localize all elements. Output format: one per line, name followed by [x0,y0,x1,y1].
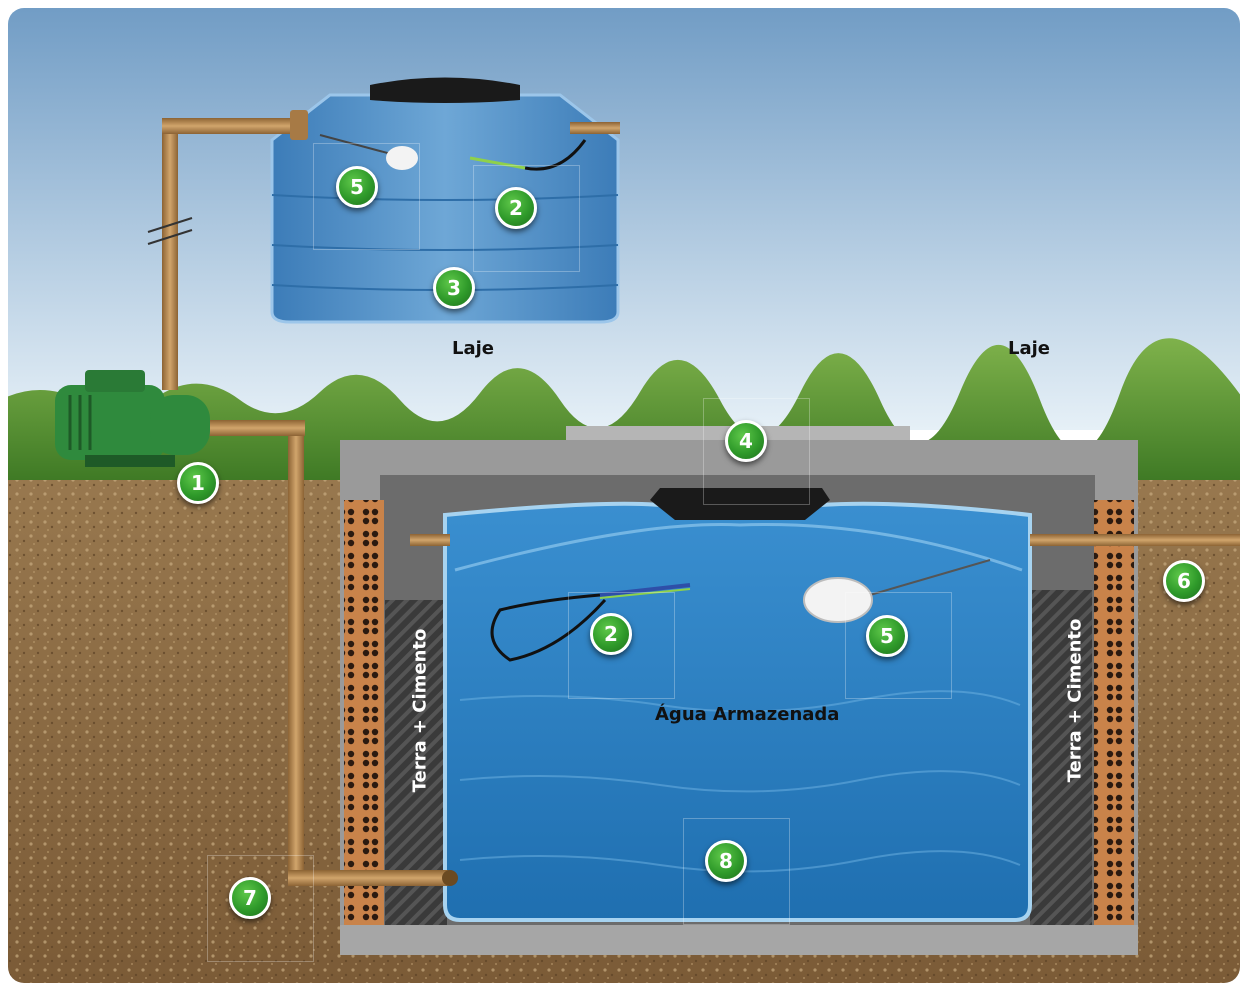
marker-2-cistern-sensor[interactable]: 2 [590,613,632,655]
marker-8-bottom[interactable]: 8 [705,840,747,882]
marker-7-suction[interactable]: 7 [229,877,271,919]
suction-pipe [288,420,304,880]
marker-6-inlet[interactable]: 6 [1163,560,1205,602]
marker-2-upper-sensor[interactable]: 2 [495,187,537,229]
sky [8,8,1240,430]
upper-float [386,146,418,170]
pump [55,370,210,467]
label-laje-right: Laje [1008,338,1050,359]
cistern-sensor-cable [490,593,607,662]
inlet-pipe [1030,534,1240,546]
concrete-base [340,925,1138,955]
label-terra-cimento-right: Terra + Cimento [1064,618,1086,783]
label-terra-cimento-left: Terra + Cimento [409,628,431,793]
cistern-float [803,577,873,623]
hotspot-box-cistern-float [845,592,952,699]
marker-4-lid[interactable]: 4 [725,420,767,462]
riser-pipe [162,120,178,390]
label-agua-armazenada: Água Armazenada [655,704,840,725]
hotspot-box-bottom [683,818,790,925]
hotspot-box-suction [207,855,314,962]
cistern-lid [650,488,830,520]
hotspot-box-lid [703,398,810,505]
upper-tank-lid [370,77,520,103]
marker-5-upper-float[interactable]: 5 [336,166,378,208]
marker-5-cistern-float[interactable]: 5 [866,615,908,657]
upper-tank [270,93,620,324]
brick-wall-left [344,500,384,925]
brick-wall-right [1094,500,1134,925]
hotspot-box-cistern-sensor [568,592,675,699]
soil-cement-right [1030,590,1092,925]
label-laje-left: Laje [452,338,494,359]
marker-3-upper-tank[interactable]: 3 [433,267,475,309]
marker-1-pump[interactable]: 1 [177,462,219,504]
hotspot-box-upper-float [313,143,420,250]
hotspot-box-upper-sensor [473,165,580,272]
